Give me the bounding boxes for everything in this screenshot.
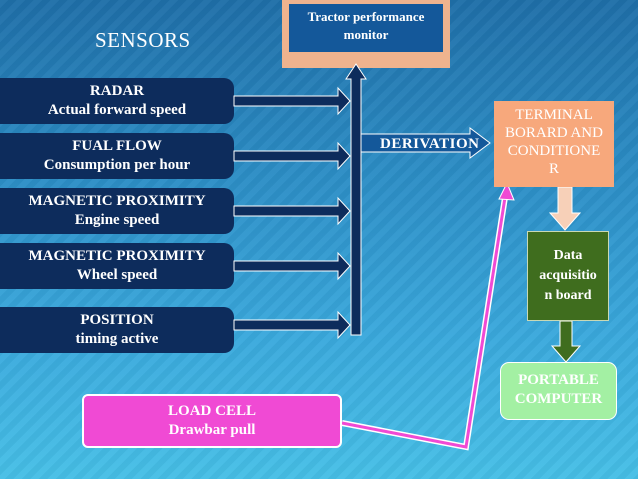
terminal-line-1: TERMINAL xyxy=(515,107,593,123)
monitor-line-2: monitor xyxy=(343,27,389,42)
computer-line-1: PORTABLE xyxy=(518,372,599,388)
portable-computer-box: PORTABLE COMPUTER xyxy=(500,362,617,420)
load-cell-box: LOAD CELL Drawbar pull xyxy=(82,394,342,448)
daq-line-3: n board xyxy=(544,288,592,303)
terminal-board-box: TERMINAL BORARD AND CONDITIONE R xyxy=(494,101,614,187)
load-cell-title: LOAD CELL xyxy=(168,403,256,419)
data-acquisition-board-box: Data acquisitio n board xyxy=(527,231,609,321)
arrow-derivation xyxy=(360,127,491,159)
sensors-heading: SENSORS xyxy=(95,28,191,52)
tractor-monitor-label: Tractor performance monitor xyxy=(289,4,443,52)
daq-line-2: acquisitio xyxy=(539,268,597,283)
arrow-terminal-to-daq xyxy=(548,186,582,231)
sensor-title: MAGNETIC PROXIMITY xyxy=(28,248,206,264)
arrow-wheel-speed xyxy=(233,251,351,281)
sensor-radar-box: RADAR Actual forward speed xyxy=(0,78,234,124)
sensor-subtitle: Consumption per hour xyxy=(43,157,191,173)
arrow-daq-to-computer xyxy=(550,320,582,363)
sensor-position-box: POSITION timing active xyxy=(0,307,234,353)
arrow-radar xyxy=(233,86,351,116)
derivation-label: DERIVATION xyxy=(380,136,480,152)
sensor-fuel-flow-box: FUAL FLOW Consumption per hour xyxy=(0,133,234,179)
monitor-line-1: Tractor performance xyxy=(307,9,425,24)
tractor-monitor-box: Tractor performance monitor xyxy=(282,0,450,68)
sensor-title: POSITION xyxy=(80,312,154,328)
terminal-line-4: R xyxy=(548,161,559,177)
arrow-fuel-flow xyxy=(233,141,351,171)
arrow-to-monitor xyxy=(345,63,367,336)
sensor-subtitle: Wheel speed xyxy=(76,267,158,283)
sensor-title: MAGNETIC PROXIMITY xyxy=(28,193,206,209)
arrowhead-loadcell xyxy=(498,181,515,201)
computer-line-2: COMPUTER xyxy=(514,391,603,407)
arrow-position xyxy=(233,310,351,340)
daq-line-1: Data xyxy=(553,248,583,263)
arrow-engine-speed xyxy=(233,196,351,226)
sensor-title: FUAL FLOW xyxy=(72,138,162,154)
sensor-engine-speed-box: MAGNETIC PROXIMITY Engine speed xyxy=(0,188,234,234)
load-cell-subtitle: Drawbar pull xyxy=(168,422,256,438)
sensor-subtitle: Actual forward speed xyxy=(47,102,187,118)
sensor-wheel-speed-box: MAGNETIC PROXIMITY Wheel speed xyxy=(0,243,234,289)
sensor-subtitle: timing active xyxy=(75,331,159,347)
sensor-subtitle: Engine speed xyxy=(74,212,160,228)
arrow-loadcell-to-terminal xyxy=(341,190,509,451)
terminal-line-2: BORARD AND xyxy=(505,125,603,141)
sensor-title: RADAR xyxy=(89,83,145,99)
terminal-line-3: CONDITIONE xyxy=(507,143,601,159)
